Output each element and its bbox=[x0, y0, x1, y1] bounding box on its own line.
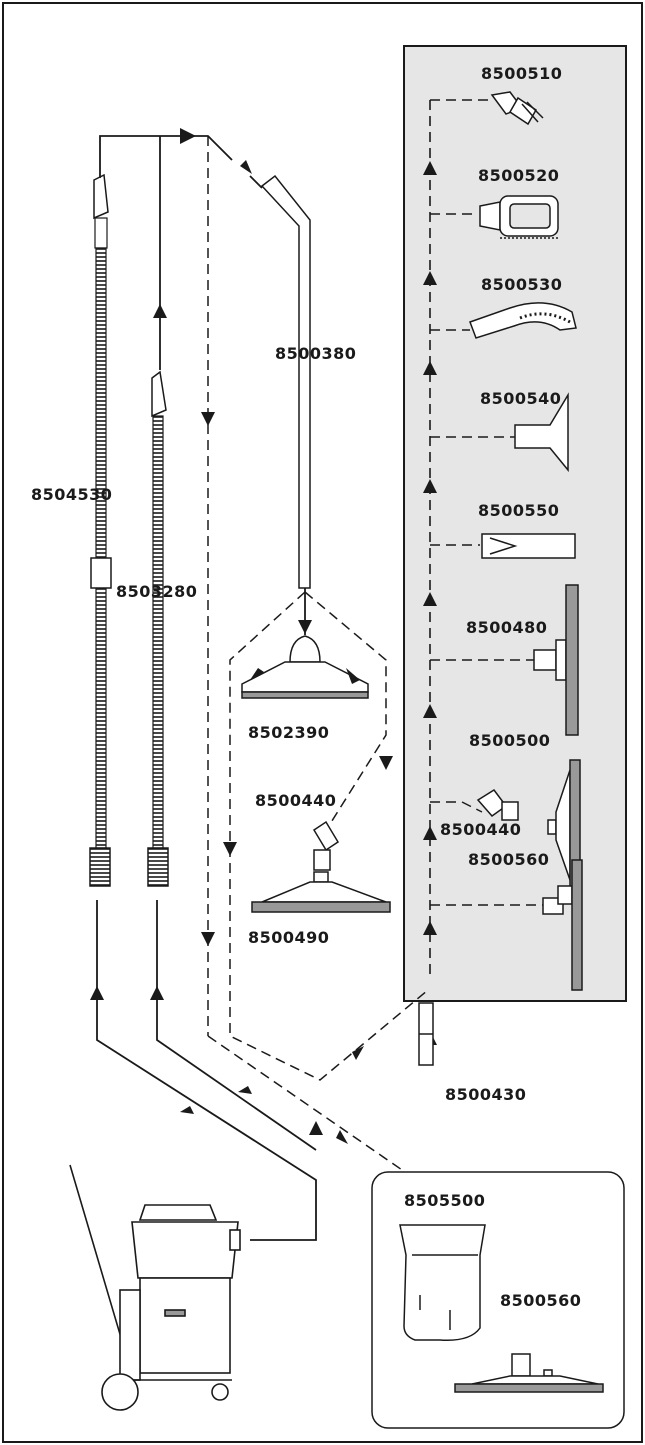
label-floor-wand-tool: 8500480 bbox=[466, 618, 547, 637]
label-swivel-adapter: 8500440 bbox=[255, 791, 336, 810]
floor-wand-tool-part bbox=[533, 584, 579, 736]
flow-arrows bbox=[90, 128, 393, 1144]
floor-tool-wide-part bbox=[241, 635, 369, 699]
panel-arrows bbox=[423, 161, 437, 1045]
label-swivel-adapter-panel: 8500440 bbox=[440, 820, 521, 839]
filter-bag-part bbox=[399, 1224, 486, 1341]
swivel-adapter-panel-part bbox=[476, 788, 519, 821]
short-hose-part bbox=[147, 370, 169, 887]
label-squeegee-tool: 8500500 bbox=[469, 731, 550, 750]
label-floor-tool-wide: 8502390 bbox=[248, 723, 329, 742]
label-long-hose: 8504530 bbox=[31, 485, 112, 504]
hand-tool-part bbox=[469, 302, 577, 339]
long-hose-part bbox=[89, 173, 112, 887]
label-wand: 8500380 bbox=[275, 344, 356, 363]
label-filter-bag: 8505500 bbox=[404, 1191, 485, 1210]
wand-part bbox=[260, 174, 311, 589]
floor-tool-narrow-part bbox=[251, 871, 391, 913]
label-hard-floor-tool-box: 8500560 bbox=[500, 1291, 581, 1310]
label-upholstery-brush: 8500510 bbox=[481, 64, 562, 83]
hard-floor-tool-panel-part bbox=[542, 859, 583, 991]
label-hard-floor-tool-panel: 8500560 bbox=[468, 850, 549, 869]
part-labels: 8500510 8500520 8500530 8500540 8500550 … bbox=[31, 64, 581, 1310]
swivel-adapter-part bbox=[312, 820, 340, 871]
upholstery-tool-part bbox=[514, 392, 569, 473]
label-floor-tool-narrow: 8500490 bbox=[248, 928, 329, 947]
vacuum-machine bbox=[69, 1164, 241, 1411]
label-hand-tool: 8500530 bbox=[481, 275, 562, 294]
label-coupler: 8500430 bbox=[445, 1085, 526, 1104]
coupler-part bbox=[418, 1002, 434, 1066]
stair-tool-part bbox=[479, 195, 559, 239]
label-upholstery-tool: 8500540 bbox=[480, 389, 561, 408]
dashed-flow-lines bbox=[207, 136, 429, 1173]
label-crevice-tool: 8500550 bbox=[478, 501, 559, 520]
hard-floor-tool-box-part bbox=[454, 1353, 604, 1393]
crevice-tool-part bbox=[481, 533, 576, 559]
upholstery-brush-part bbox=[490, 91, 544, 126]
panel-branches bbox=[430, 99, 545, 906]
label-short-hose: 8503280 bbox=[116, 582, 197, 601]
label-stair-tool: 8500520 bbox=[478, 166, 559, 185]
